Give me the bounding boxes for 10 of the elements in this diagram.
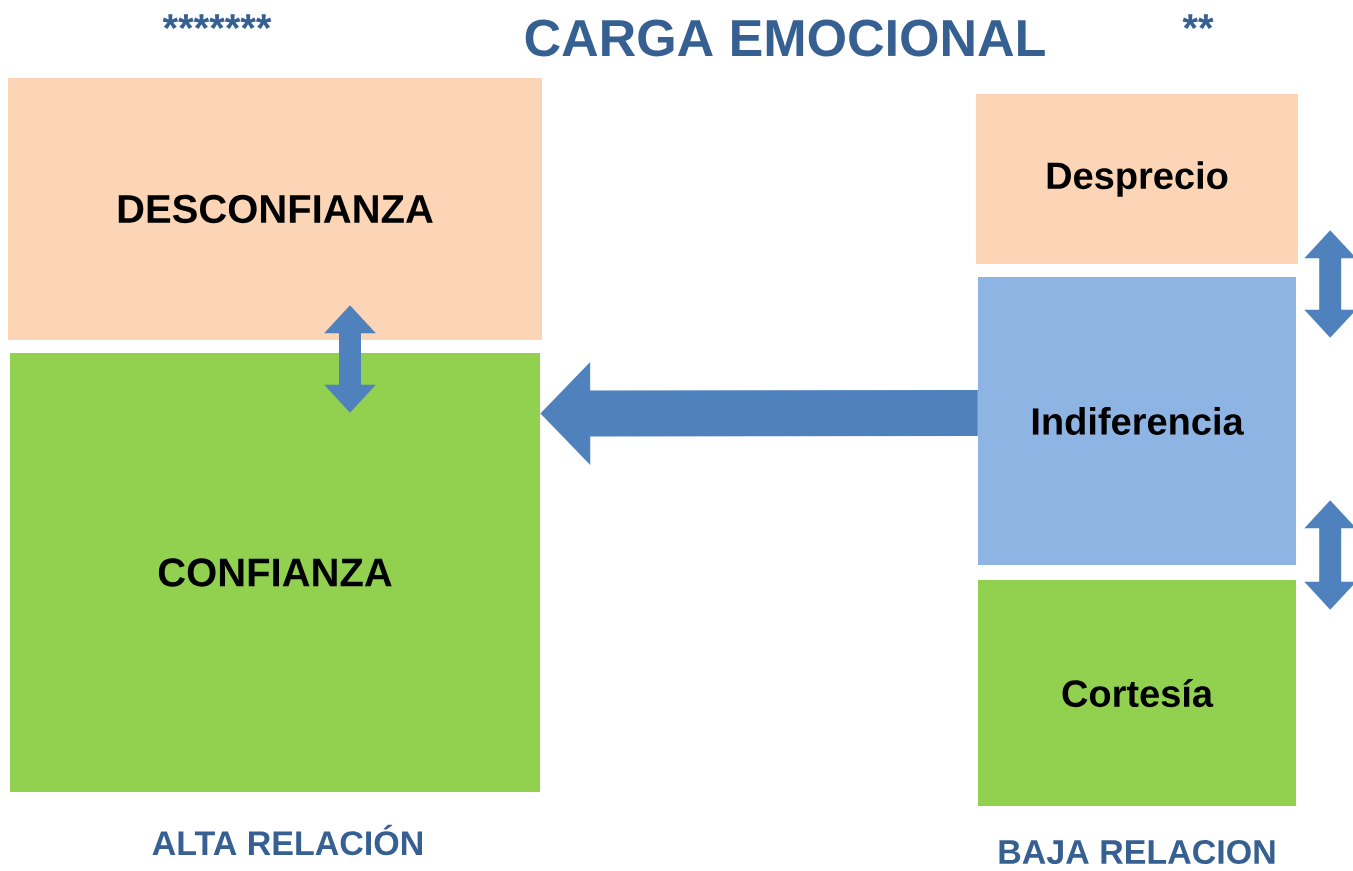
concept-box: Indiferencia [978,277,1296,565]
title: CARGA EMOCIONAL [525,19,1045,57]
column-label: ALTA RELACIÓN [152,824,422,856]
concept-box: Cortesía [978,580,1296,806]
concept-box: Desprecio [976,94,1298,264]
column-label: BAJA RELACION [999,839,1275,865]
asterisk-mark: ** [1182,14,1214,30]
concept-box: CONFIANZA [10,353,540,792]
concept-box: DESCONFIANZA [8,78,542,340]
asterisk-mark: ******* [162,14,272,30]
